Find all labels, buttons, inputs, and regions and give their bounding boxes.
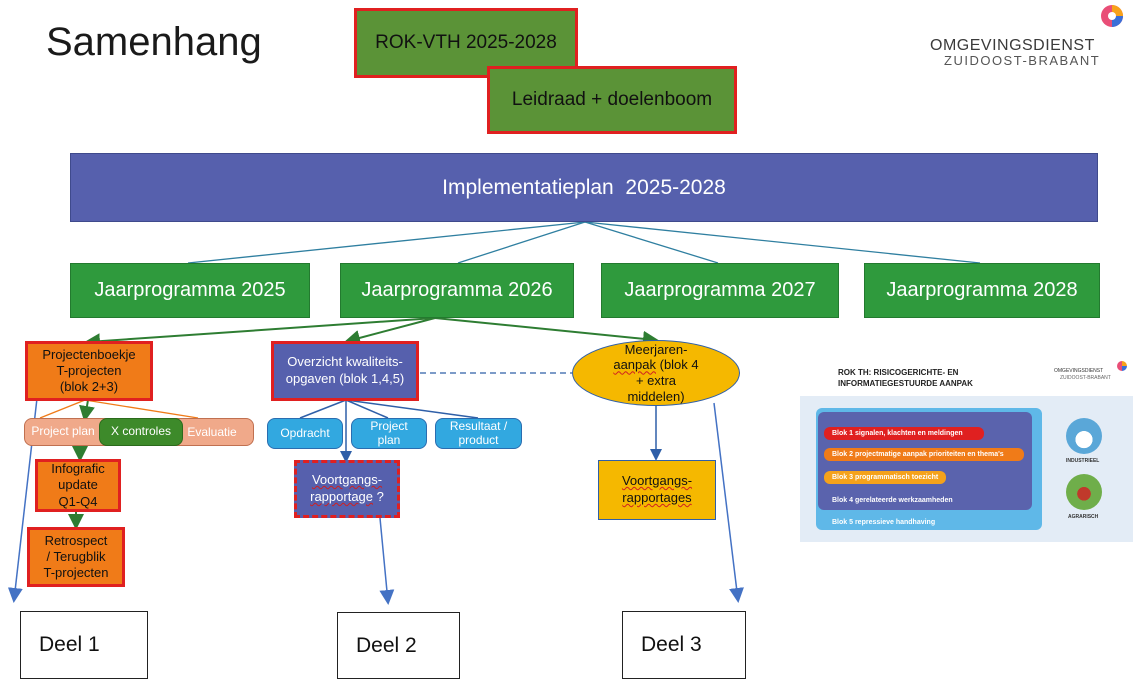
jaarprogramma-2028-label: Jaarprogramma 2028 [886, 279, 1078, 301]
logo-line-1: OMGEVINGSDIENST [930, 37, 1095, 54]
jaarprogramma-2026-label: Jaarprogramma 2026 [361, 279, 553, 301]
retrospect-line-1: Retrospect [44, 532, 108, 548]
deel-2-box: Deel 2 [337, 612, 460, 679]
retrospect-line-2: / Terugblik [46, 548, 106, 564]
project-plan-label: Project plan [31, 424, 95, 439]
inset-logo-line-2: ZUIDOOST-BRABANT [1060, 375, 1111, 381]
inset-blok-4: Blok 4 gerelateerde werkzaamheden [832, 497, 953, 504]
opdracht-pill: Opdracht [267, 418, 343, 449]
overzicht-line-2: opgaven (blok 1,4,5) [285, 371, 405, 386]
inset-title-line-2: INFORMATIEGESTUURDE AANPAK [838, 379, 973, 388]
aanpak-word: aanpak [613, 357, 656, 373]
question-mark: ? [373, 489, 384, 504]
project-plan-label-box: Project plan [26, 418, 100, 446]
meerjaren-line-4: middelen) [627, 388, 685, 404]
meerjarenaanpak-ellipse: Meerjaren- aanpak (blok 4 + extra middel… [572, 340, 740, 406]
retrospect-line-3: T-projecten [43, 565, 109, 581]
voortgangsrapportage-box: Voortgangs- rapportage ? [294, 460, 400, 518]
agrarisch-icon [1066, 474, 1102, 510]
opdracht-label: Opdracht [280, 425, 330, 440]
x-controles-label: X controles [110, 424, 172, 439]
implementatieplan-label: Implementatieplan 2025-2028 [442, 175, 726, 199]
inset-blok-2: Blok 2 projectmatige aanpak prioriteiten… [824, 448, 1024, 461]
project-plan-pill-deel2: Project plan [351, 418, 427, 449]
inset-logo-icon [1117, 361, 1127, 371]
deel-3-box: Deel 3 [622, 611, 746, 679]
meerjaren-line-3: + extra [635, 373, 677, 388]
voortgangs-word: Voortgangs- [311, 472, 383, 488]
overzicht-box: Overzicht kwaliteits- opgaven (blok 1,4,… [271, 341, 419, 401]
projectenboekje-box: Projectenboekje T-projecten (blok 2+3) [25, 341, 153, 401]
voortgangs-word-deel3: Voortgangs- [621, 473, 693, 489]
infografic-line-3: Q1-Q4 [58, 493, 98, 509]
overzicht-line-1: Overzicht kwaliteits- [287, 354, 403, 370]
x-controles-pill: X controles [99, 418, 183, 446]
meerjaren-line-1: Meerjaren- [624, 341, 688, 357]
voortgang-line-2: rapportage ? [310, 489, 384, 506]
page-title: Samenhang [46, 20, 262, 64]
jaarprogramma-2026-box: Jaarprogramma 2026 [340, 263, 574, 318]
agrarisch-label: AGRARISCH [1068, 514, 1099, 520]
deel-1-label: Deel 1 [39, 633, 100, 656]
logo-line-2: ZUIDOOST-BRABANT [944, 53, 1101, 68]
voortgangsrapportages-box: Voortgangs- rapportages [598, 460, 716, 520]
inset-blok-5: Blok 5 repressieve handhaving [832, 519, 936, 526]
industrieel-label: INDUSTRIEEL [1066, 458, 1100, 464]
inset-title-line-1: ROK TH: RISICOGERICHTE- EN [838, 368, 959, 377]
leidraad-box: Leidraad + doelenboom [487, 66, 737, 134]
jaarprogramma-2027-label: Jaarprogramma 2027 [624, 279, 816, 301]
evaluatie-label-box: Evaluatie [182, 418, 242, 446]
blok4-text: (blok 4 [656, 357, 699, 373]
evaluatie-label: Evaluatie [187, 425, 237, 439]
jaarprogramma-2027-box: Jaarprogramma 2027 [601, 263, 839, 318]
projectenboekje-line-2: T-projecten [56, 362, 122, 378]
retrospect-box: Retrospect / Terugblik T-projecten [27, 527, 125, 587]
leidraad-label: Leidraad + doelenboom [511, 89, 713, 110]
inset-blok-1: Blok 1 signalen, klachten en meldingen [824, 427, 984, 440]
implementatieplan-box: Implementatieplan 2025-2028 [70, 153, 1098, 222]
jaarprogramma-2025-label: Jaarprogramma 2025 [94, 279, 286, 301]
meerjaren-line-2: aanpak (blok 4 [613, 357, 698, 373]
rok-vth-label: ROK-VTH 2025-2028 [375, 32, 557, 53]
jaarprogramma-2025-box: Jaarprogramma 2025 [70, 263, 310, 318]
inset-logo-line-1: OMGEVINGSDIENST [1054, 368, 1104, 374]
infografic-box: Infografic update Q1-Q4 [35, 459, 121, 512]
infografic-line-2: update [58, 477, 98, 493]
deel-1-box: Deel 1 [20, 611, 148, 679]
deel-3-label: Deel 3 [641, 633, 702, 656]
resultaat-pill: Resultaat / product [435, 418, 522, 449]
rapportages-word: rapportages [622, 490, 692, 505]
jaarprogramma-2028-box: Jaarprogramma 2028 [864, 263, 1100, 318]
infografic-line-1: Infografic [51, 461, 105, 477]
rapportage-word: rapportage [310, 489, 374, 504]
logo-mark-icon [1100, 4, 1124, 28]
resultaat-label: Resultaat / product [449, 418, 508, 447]
projectenboekje-line-1: Projectenboekje [42, 346, 136, 362]
projectenboekje-line-3: (blok 2+3) [59, 379, 119, 395]
industrieel-icon [1066, 418, 1102, 454]
inset-blok-3: Blok 3 programmatisch toezicht [824, 471, 946, 484]
deel-2-label: Deel 2 [356, 633, 417, 657]
project-plan-deel2-label: Project plan [370, 418, 408, 447]
